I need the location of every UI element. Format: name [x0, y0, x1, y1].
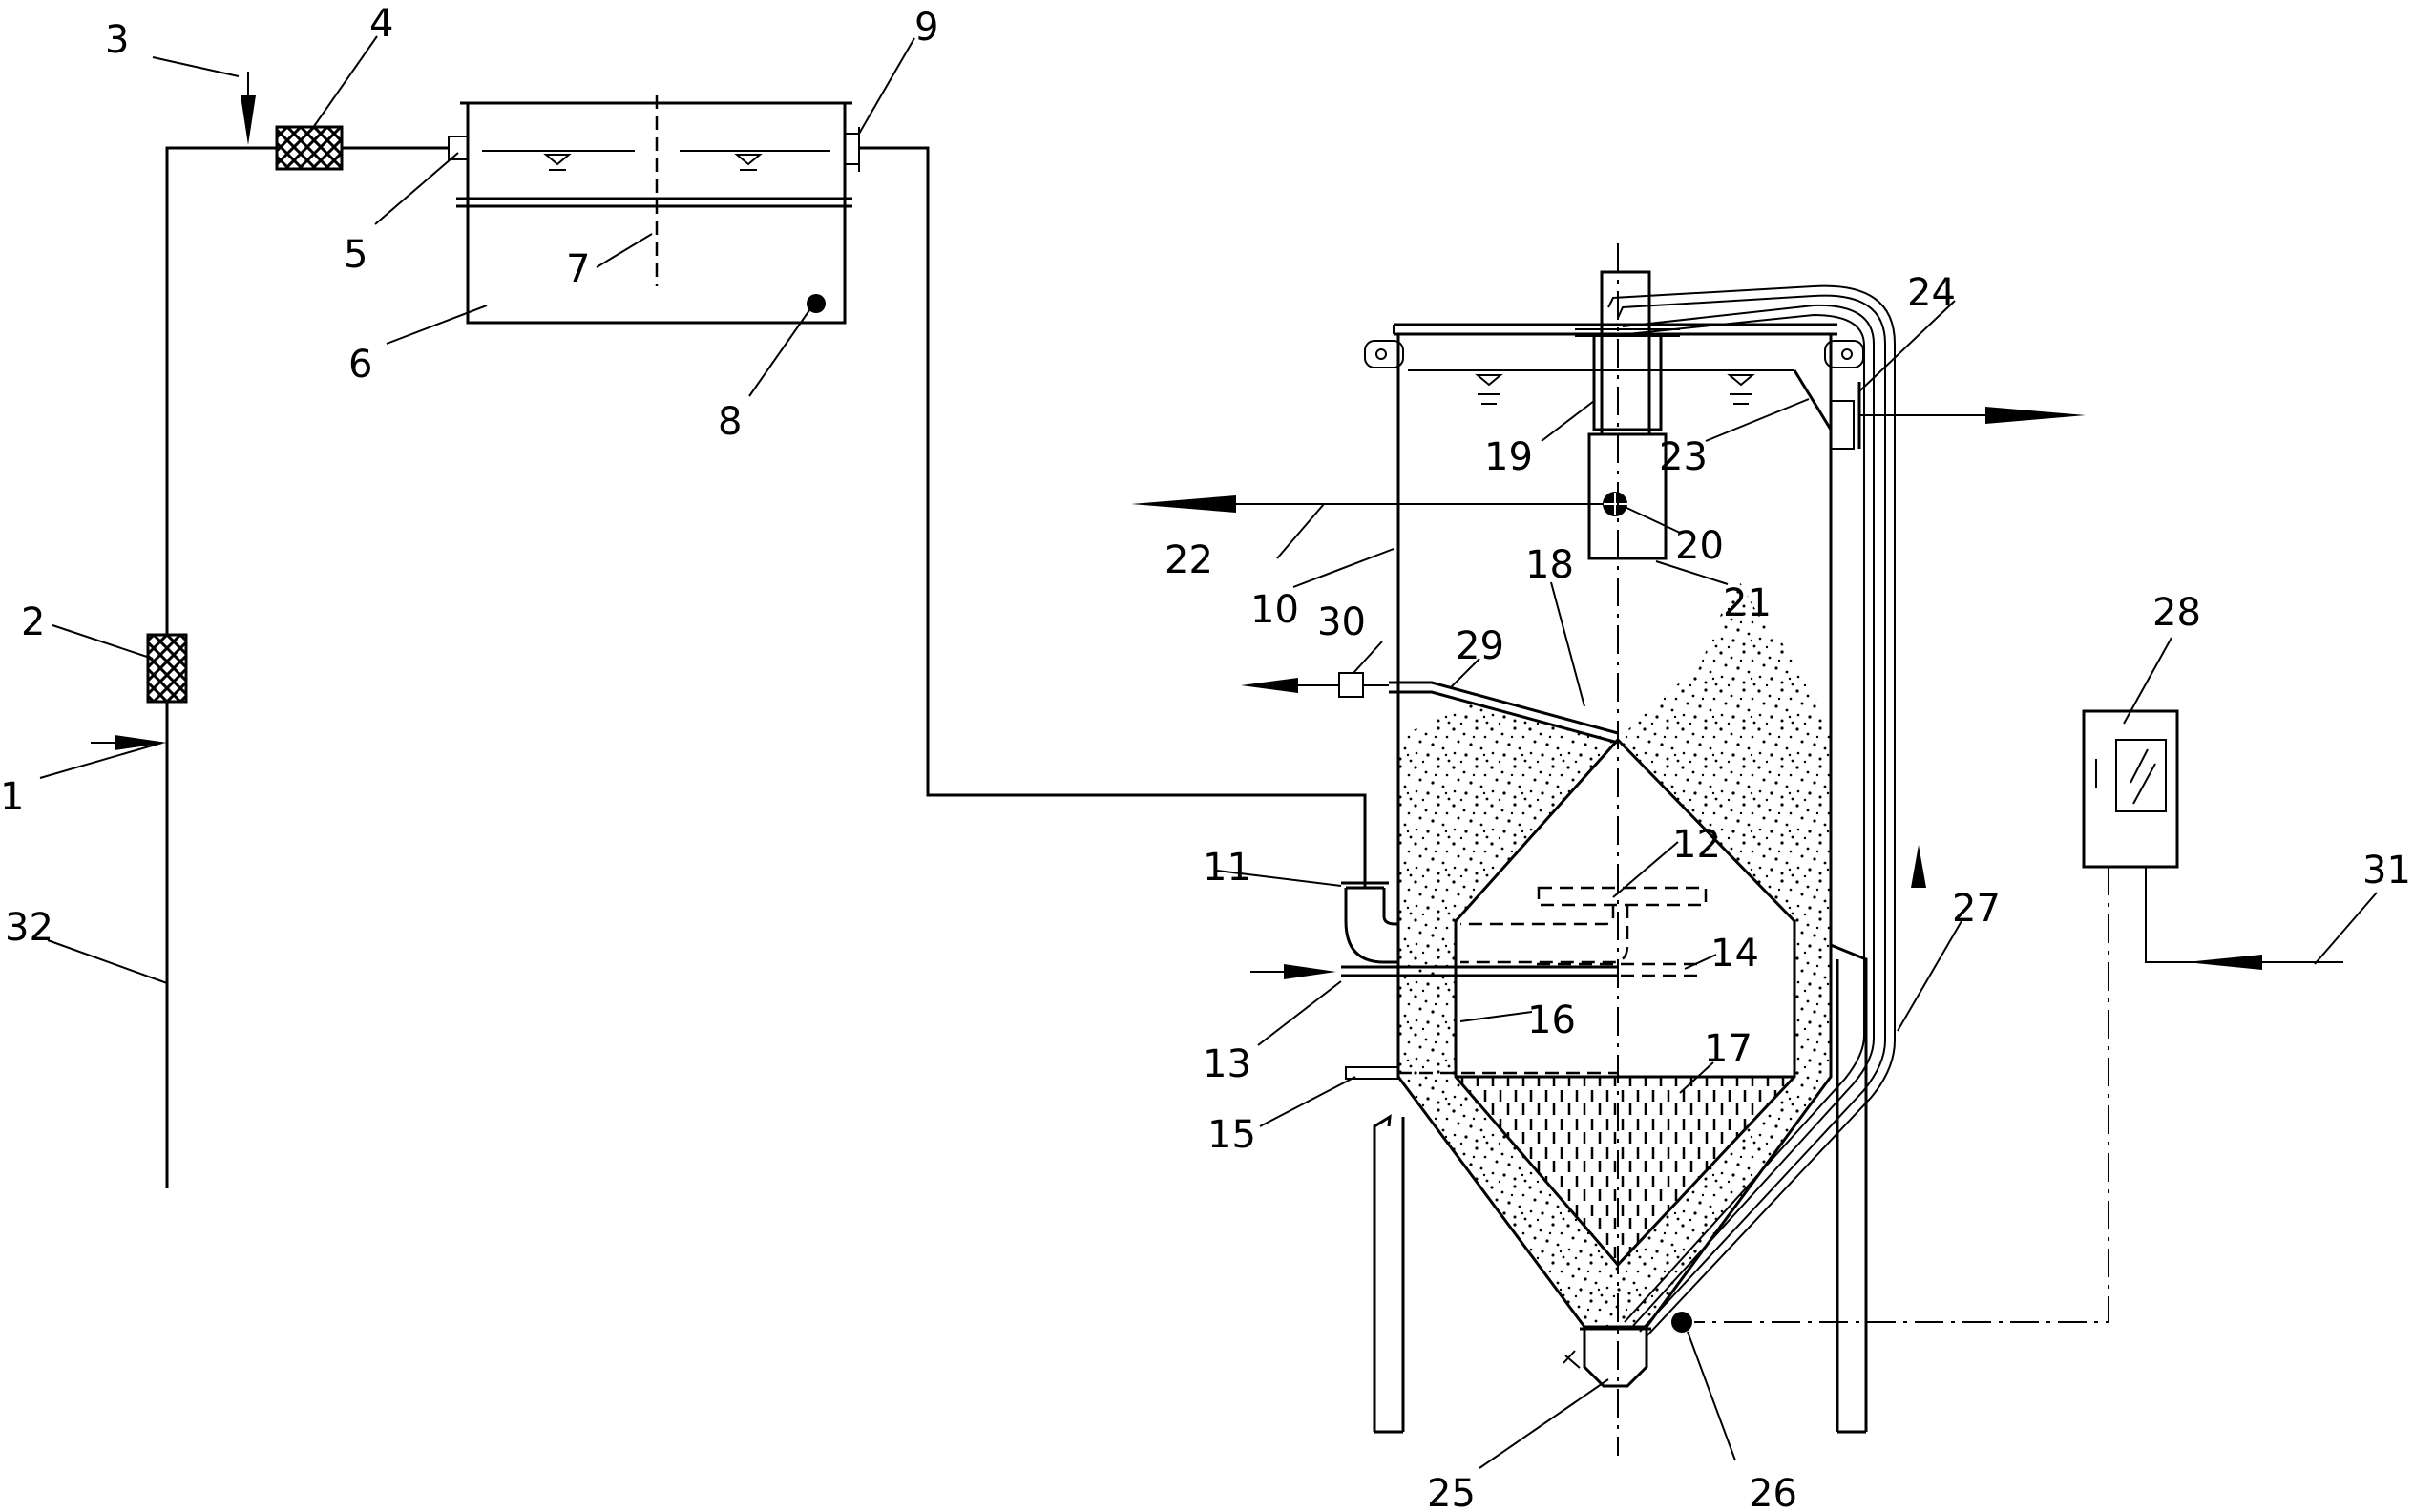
- label-22: 22: [1165, 538, 1213, 582]
- label-12: 12: [1672, 823, 1721, 867]
- label-14: 14: [1710, 932, 1759, 976]
- inlet-arrow-1: [91, 735, 167, 750]
- pipe-13: [1250, 964, 1618, 979]
- filter-4: [275, 125, 344, 171]
- sand-washer-19: [1575, 270, 1680, 560]
- pipe-15: [1345, 1066, 1618, 1080]
- dosing-arrow-3: [241, 72, 256, 145]
- label-20: 20: [1675, 524, 1724, 568]
- tank-6: [448, 95, 860, 325]
- label-4: 4: [369, 2, 393, 46]
- label-15: 15: [1207, 1113, 1256, 1157]
- label-6: 6: [348, 343, 372, 387]
- label-11: 11: [1203, 846, 1251, 890]
- outlet-arrow-24: [1859, 407, 2086, 424]
- filter-2: [146, 633, 188, 704]
- label-17: 17: [1704, 1027, 1752, 1071]
- label-13: 13: [1203, 1042, 1251, 1086]
- label-8: 8: [718, 400, 742, 444]
- sludge-zone-17: [1456, 1077, 1794, 1265]
- label-28: 28: [2152, 591, 2201, 635]
- discharge-25: [1563, 1312, 1692, 1388]
- valve-26-icon: [1671, 1312, 1692, 1333]
- flow-arrow-27: [1911, 845, 1926, 888]
- label-26: 26: [1749, 1472, 1797, 1512]
- inner-body-16: [1454, 737, 1796, 1268]
- label-23: 23: [1659, 435, 1708, 479]
- label-21: 21: [1723, 581, 1772, 625]
- outlet-arrow-22: [1131, 495, 1604, 513]
- label-2: 2: [21, 600, 45, 644]
- label-16: 16: [1527, 998, 1576, 1042]
- valve-8-icon: [807, 294, 826, 313]
- label-7: 7: [566, 247, 590, 291]
- control-box-28: [1694, 709, 2343, 1323]
- valve-30-icon: [1338, 672, 1364, 698]
- label-27: 27: [1952, 887, 2001, 931]
- label-9: 9: [914, 6, 938, 50]
- label-29: 29: [1456, 624, 1504, 668]
- leader-lines: [39, 35, 2378, 1469]
- label-10: 10: [1250, 588, 1299, 632]
- pipe-29: [1241, 672, 1619, 745]
- label-30: 30: [1317, 600, 1366, 644]
- label-24: 24: [1907, 271, 1956, 315]
- airlift-pipe-27: [1607, 284, 1896, 1337]
- label-5: 5: [344, 233, 367, 277]
- transfer-pipe: [859, 146, 1367, 888]
- label-1: 1: [0, 775, 24, 819]
- label-19: 19: [1484, 435, 1533, 479]
- feed-pipe: [165, 146, 449, 1188]
- label-31: 31: [2362, 849, 2411, 892]
- label-32: 32: [5, 906, 53, 950]
- label-25: 25: [1427, 1472, 1476, 1512]
- label-3: 3: [105, 18, 129, 62]
- label-18: 18: [1525, 543, 1574, 587]
